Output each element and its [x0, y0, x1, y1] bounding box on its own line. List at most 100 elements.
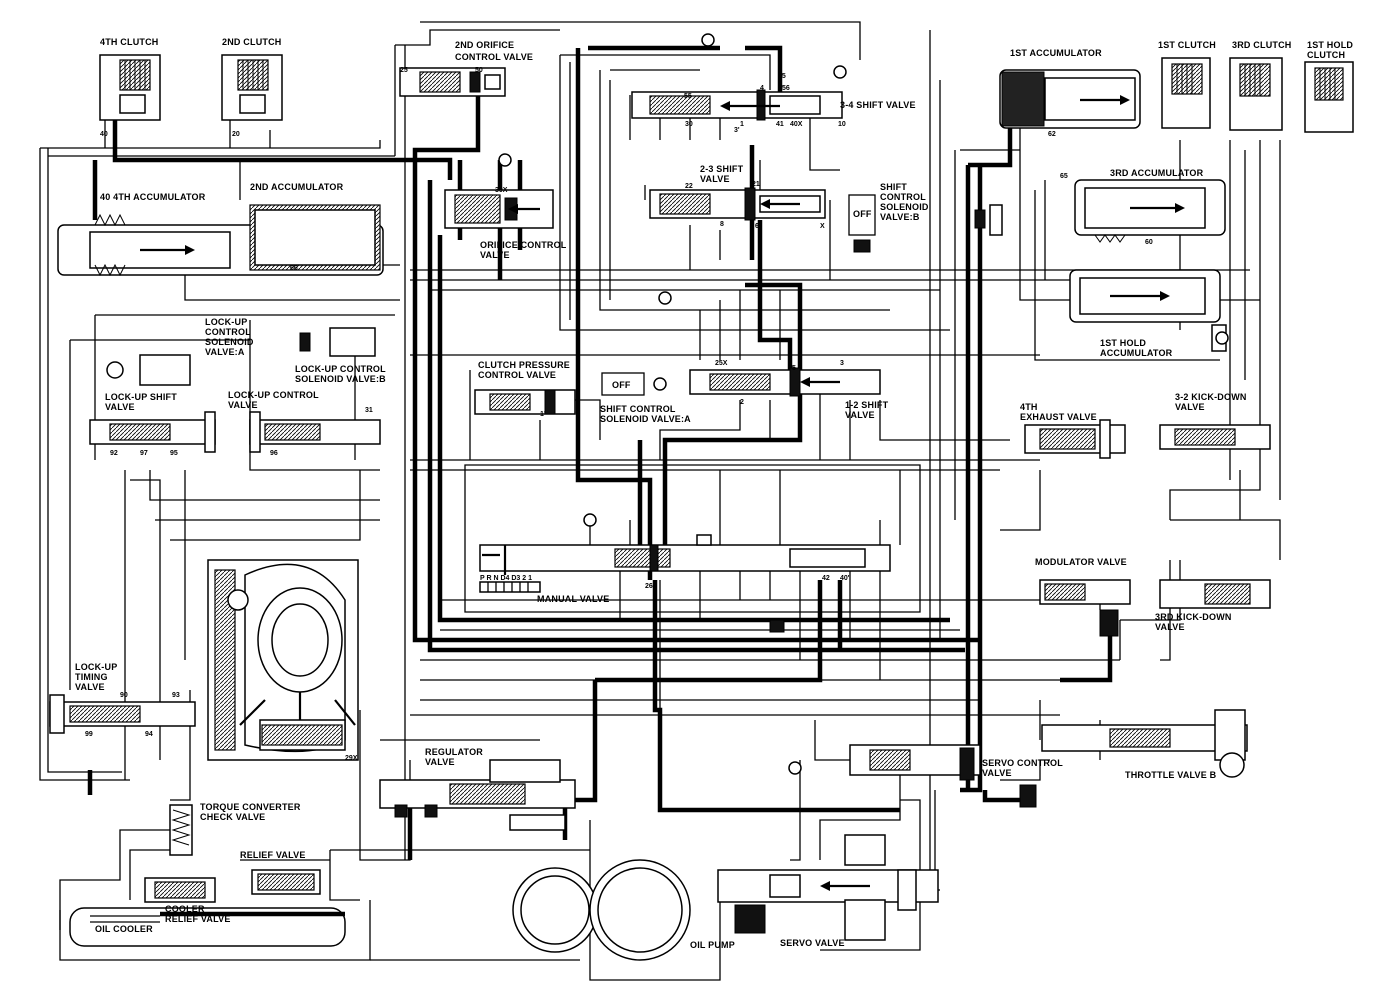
label-1st-hold-acc-2: ACCUMULATOR — [1100, 348, 1173, 358]
clutch-1st — [1161, 57, 1211, 129]
label-servo-control-2: VALVE — [982, 768, 1012, 778]
label-3rd-kickdown-1: 3RD KICK-DOWN — [1155, 612, 1232, 622]
label-oil-cooler: OIL COOLER — [95, 924, 153, 934]
svg-text:20: 20 — [232, 131, 240, 138]
oil-cooler — [69, 907, 346, 947]
orifice-control-valve — [444, 189, 554, 229]
label-2nd-clutch: 2ND CLUTCH — [222, 37, 282, 47]
manual-positions: P R N D4 D3 2 1 — [480, 575, 532, 582]
shift-valve-1-2 — [689, 367, 881, 397]
clutch-4th — [99, 54, 161, 121]
svg-text:65: 65 — [1060, 173, 1068, 180]
label-lockup-timing-1: LOCK-UP — [75, 662, 117, 672]
label-lockup-sol-b-2: SOLENOID VALVE:B — [295, 374, 386, 384]
label-lockup-sol-a-3: SOLENOID — [205, 337, 254, 347]
label-tc-check-2: CHECK VALVE — [200, 812, 265, 822]
label-lockup-shift-2: VALVE — [105, 402, 135, 412]
label-3rd-clutch: 3RD CLUTCH — [1232, 40, 1292, 50]
label-shift-sol-b-3: SOLENOID — [880, 202, 929, 212]
label-orifice-cv-2: VALVE — [480, 250, 510, 260]
svg-text:55: 55 — [684, 93, 692, 100]
manual-valve — [479, 513, 891, 633]
label-lockup-timing-2: TIMING — [75, 672, 108, 682]
label-clutch-pcv-2: CONTROL VALVE — [478, 370, 556, 380]
svg-text:30X: 30X — [495, 187, 508, 194]
svg-text:29X: 29X — [345, 755, 358, 762]
label-3-2-kickdown-1: 3-2 KICK-DOWN — [1175, 392, 1247, 402]
label-4th-exhaust-1: 4TH — [1020, 402, 1038, 412]
label-3rd-accumulator: 3RD ACCUMULATOR — [1110, 168, 1204, 178]
svg-text:15: 15 — [778, 73, 786, 80]
throttle-valve-b — [1041, 709, 1248, 778]
label-off-a: OFF — [612, 380, 631, 390]
label-lockup-sol-b-1: LOCK-UP CONTROL — [295, 364, 386, 374]
label-orifice-cv-1: ORIFICE CONTROL — [480, 240, 567, 250]
lockup-solenoid-b — [299, 327, 376, 357]
label-lockup-sol-a-1: LOCK-UP — [205, 317, 247, 327]
label-clutch-pcv-1: CLUTCH PRESSURE — [478, 360, 570, 370]
label-relief: RELIEF VALVE — [240, 850, 306, 860]
lockup-timing-valve — [49, 694, 196, 734]
label-cooler-relief-1: COOLER — [165, 904, 205, 914]
svg-text:8: 8 — [720, 221, 724, 228]
clutch-1st-hold — [1304, 61, 1354, 133]
svg-text:93: 93 — [172, 692, 180, 699]
svg-text:3': 3' — [734, 127, 740, 134]
label-tc-check-1: TORQUE CONVERTER — [200, 802, 301, 812]
svg-text:66: 66 — [290, 265, 298, 272]
shift-valve-3-4 — [631, 89, 843, 121]
torque-converter-check-valve — [169, 804, 193, 856]
label-shift-sol-b-4: VALVE:B — [880, 212, 920, 222]
svg-text:1': 1' — [540, 411, 546, 418]
svg-text:50: 50 — [475, 67, 483, 74]
svg-text:90: 90 — [120, 692, 128, 699]
label-3-4-shift-valve: 3-4 SHIFT VALVE — [840, 100, 916, 110]
label-4th-exhaust-2: EXHAUST VALVE — [1020, 412, 1097, 422]
svg-text:62: 62 — [1048, 131, 1056, 138]
torque-converter — [207, 559, 359, 761]
label-1st-clutch: 1ST CLUTCH — [1158, 40, 1216, 50]
svg-text:92: 92 — [110, 450, 118, 457]
label-regulator-1: REGULATOR — [425, 747, 483, 757]
label-2-3-shift-2: VALVE — [700, 174, 730, 184]
cooler-relief-valve — [144, 877, 216, 903]
shift-solenoid-a — [601, 372, 667, 396]
label-1st-accumulator: 1ST ACCUMULATOR — [1010, 48, 1102, 58]
label-servo-valve: SERVO VALVE — [780, 938, 845, 948]
exhaust-valve-4th — [1024, 419, 1126, 459]
svg-text:10: 10 — [838, 121, 846, 128]
lockup-control-valve — [249, 411, 381, 453]
label-cooler-relief-2: RELIEF VALVE — [165, 914, 231, 924]
modulator-valve — [1039, 579, 1131, 637]
label-lockup-shift-1: LOCK-UP SHIFT — [105, 392, 177, 402]
clutch-pressure-control-valve — [474, 389, 576, 415]
svg-text:42: 42 — [822, 575, 830, 582]
svg-text:60: 60 — [1145, 239, 1153, 246]
svg-text:1: 1 — [740, 121, 744, 128]
accumulator-3rd — [1074, 179, 1226, 243]
port-numbers: 40 20 25 50 55 56 4 41 40X 1 30 10 22 21… — [85, 67, 1153, 762]
kickdown-valve-3rd — [1159, 579, 1271, 609]
label-shift-sol-b-1: SHIFT — [880, 182, 907, 192]
svg-text:96: 96 — [270, 450, 278, 457]
svg-text:25: 25 — [400, 67, 408, 74]
label-lockup-control: LOCK-UP CONTROL — [228, 390, 319, 400]
oil-pump — [512, 859, 691, 961]
label-1st-hold-acc-1: 1ST HOLD — [1100, 338, 1146, 348]
relief-valve — [251, 869, 321, 895]
svg-text:4: 4 — [760, 85, 764, 92]
label-4th-accumulator: 40 4TH ACCUMULATOR — [100, 192, 206, 202]
svg-text:56: 56 — [782, 85, 790, 92]
svg-text:95: 95 — [170, 450, 178, 457]
clutch-2nd — [221, 54, 283, 121]
svg-text:25X: 25X — [715, 360, 728, 367]
accumulator-4th-2nd — [57, 204, 384, 277]
label-4th-clutch: 4TH CLUTCH — [100, 37, 159, 47]
svg-text:30: 30 — [685, 121, 693, 128]
label-lockup-sol-a-4: VALVE:A — [205, 347, 245, 357]
svg-text:2: 2 — [740, 399, 744, 406]
label-3-2-kickdown-2: VALVE — [1175, 402, 1205, 412]
clutch-3rd — [1229, 57, 1283, 131]
label-lockup-control-2: VALVE — [228, 400, 258, 410]
